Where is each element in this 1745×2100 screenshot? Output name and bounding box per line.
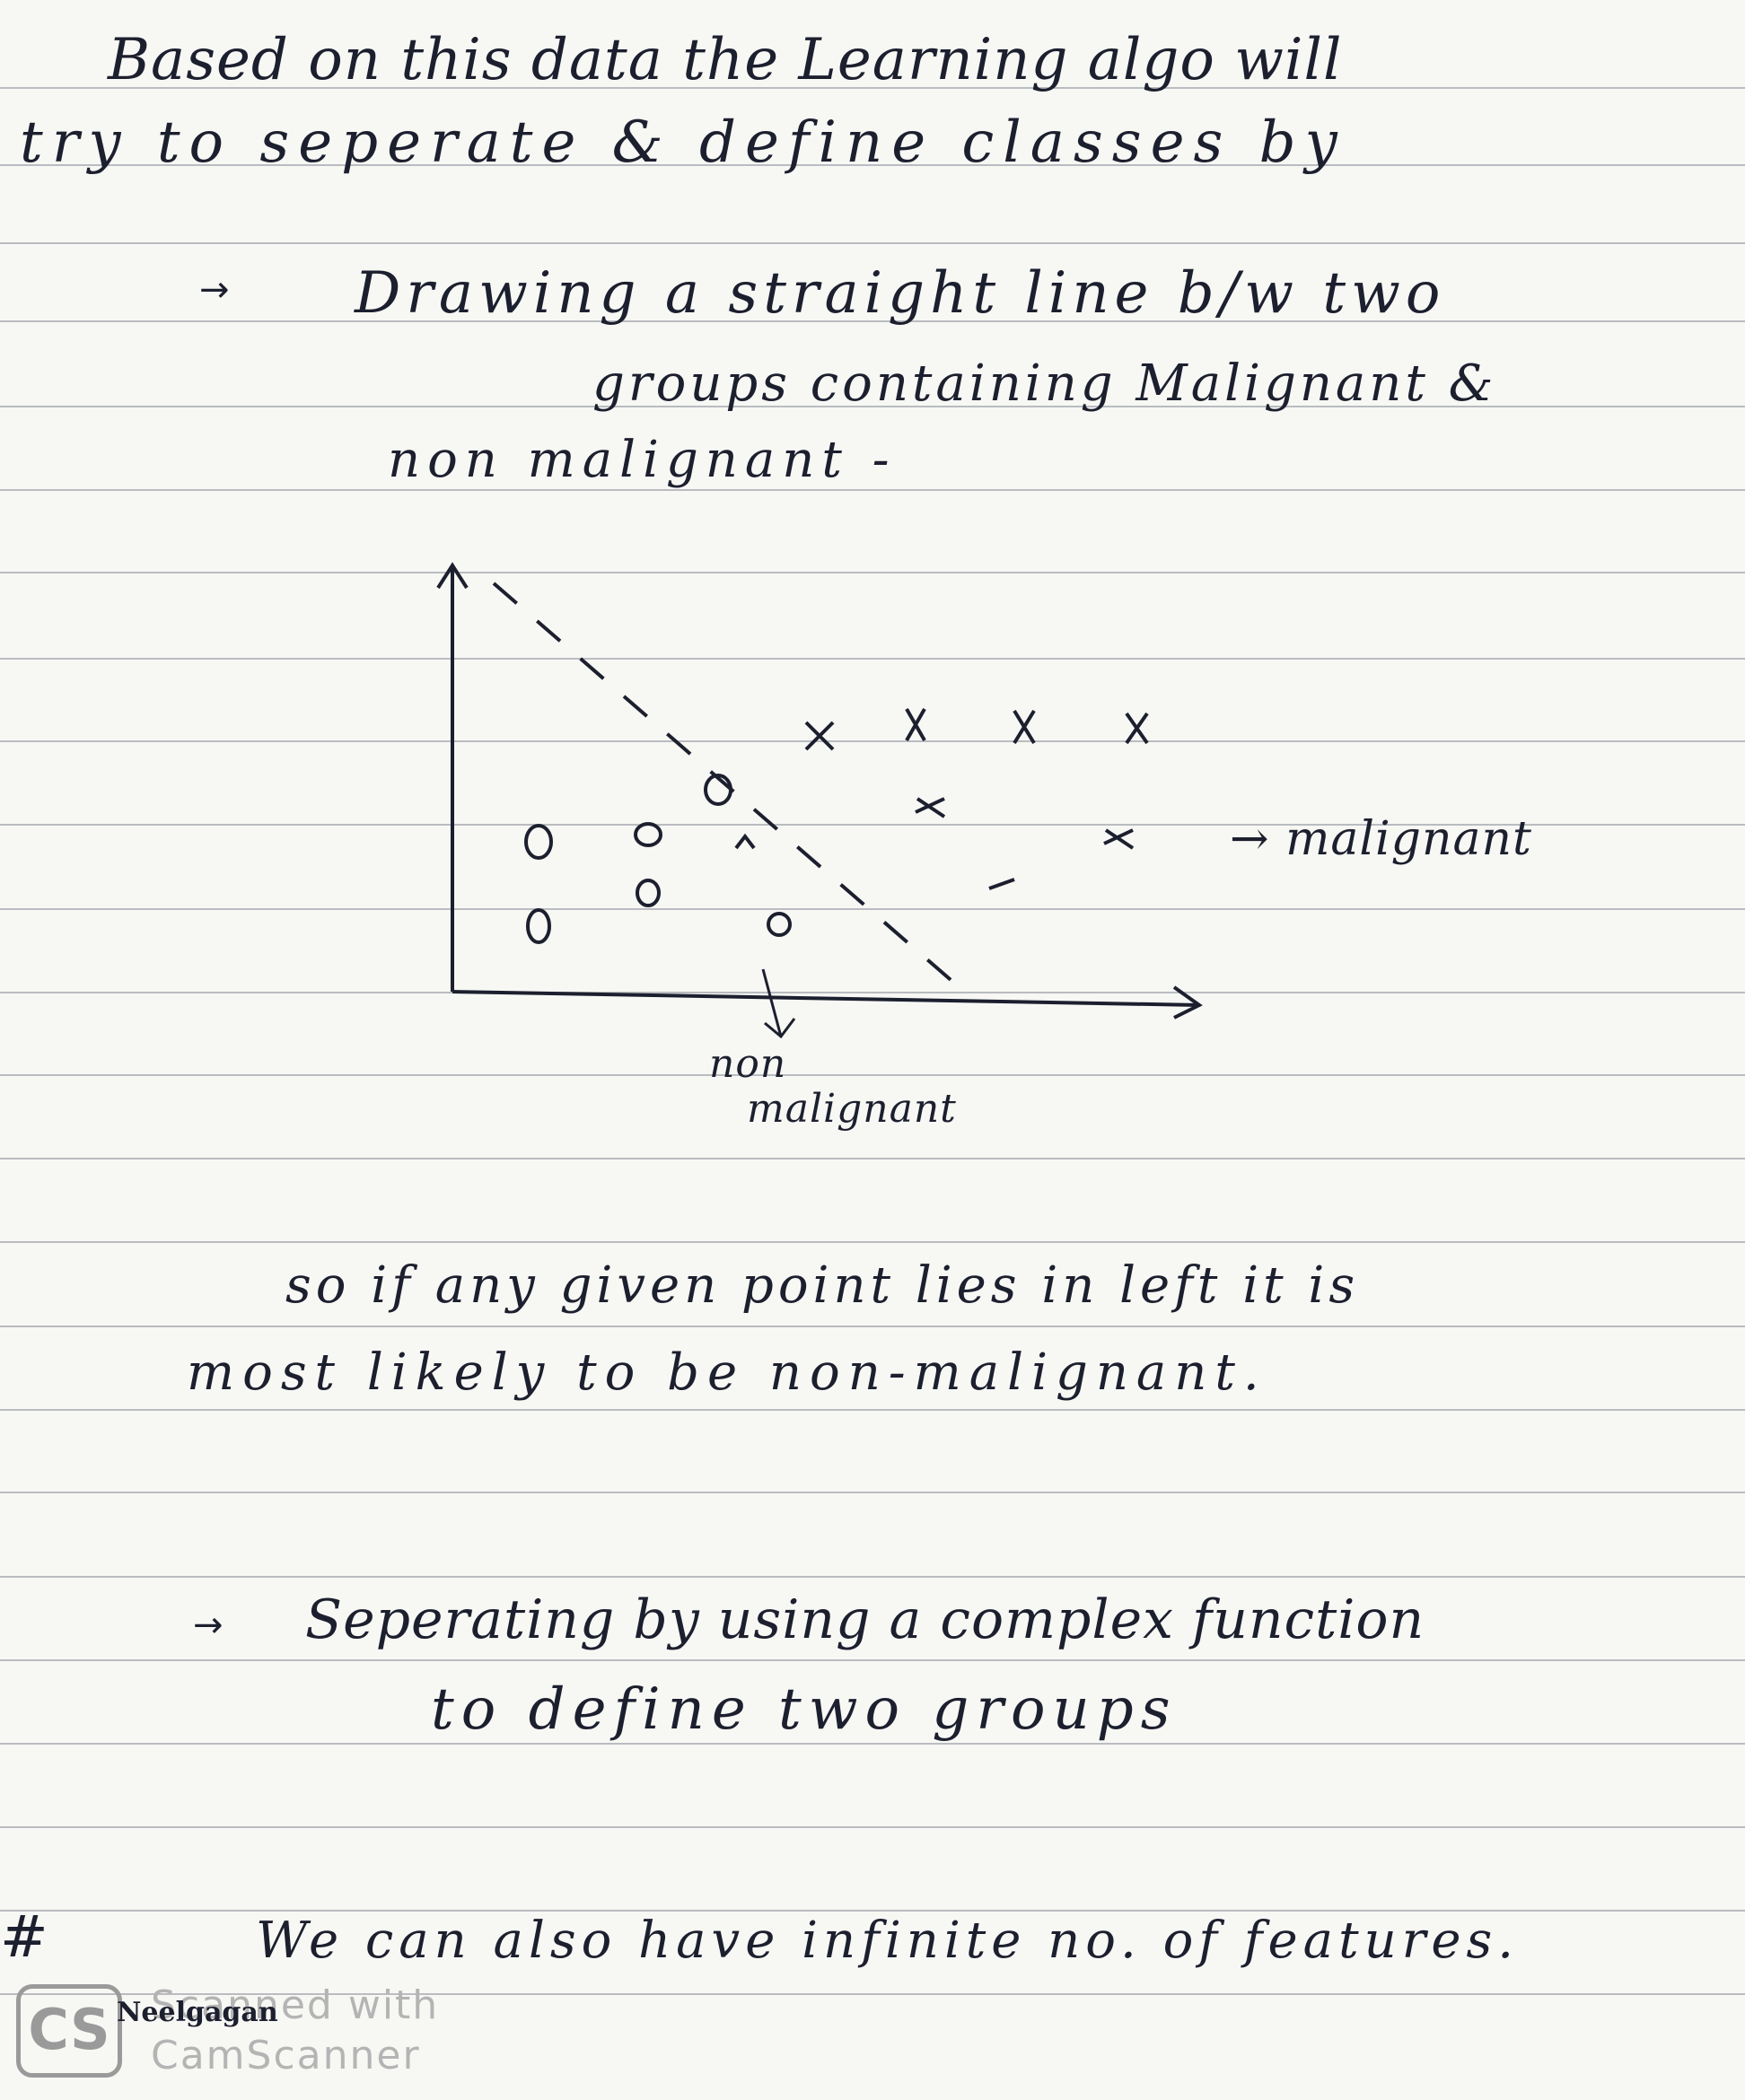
camscanner-watermark: CS Scanned with CamScanner Neelgagan	[16, 1979, 483, 2087]
rule-line	[0, 1993, 1745, 1995]
rule-line	[0, 824, 1745, 826]
bullet1-line-2: groups containing Malignant &	[592, 354, 1497, 413]
para-line-1: so if any given point lies in left it is	[285, 1256, 1360, 1315]
hash-mark: #	[0, 1904, 49, 1971]
diagram-label-malignant-2: malignant	[747, 1086, 957, 1132]
note-line-2: try to seperate & define classes by	[20, 109, 1346, 176]
diagram-label-non: non	[709, 1041, 787, 1087]
rule-line	[0, 1910, 1745, 1912]
rule-line	[0, 908, 1745, 910]
rule-line	[0, 1074, 1745, 1076]
camscanner-logo-icon: CS	[16, 1984, 122, 2078]
rule-line	[0, 1409, 1745, 1411]
bullet1-line-1: Drawing a straight line b/w two	[355, 260, 1446, 327]
classification-sketch	[436, 562, 1203, 1039]
rule-line	[0, 1659, 1745, 1661]
bullet-arrow-icon: →	[193, 1605, 224, 1646]
rule-line	[0, 1576, 1745, 1578]
rule-line	[0, 740, 1745, 742]
non-malignant-points	[524, 774, 792, 944]
rule-line	[0, 1826, 1745, 1828]
rule-line	[0, 1158, 1745, 1159]
bullet2-line-2: to define two groups	[431, 1676, 1178, 1743]
diagram-label-malignant: → malignant	[1230, 812, 1532, 866]
note-line-1: Based on this data the Learning algo wil…	[108, 27, 1343, 93]
bullet2-line-1: Seperating by using a complex function	[305, 1588, 1425, 1651]
bullet-arrow-icon: →	[199, 269, 230, 311]
rule-line	[0, 242, 1745, 244]
rule-line	[0, 320, 1745, 322]
rule-line	[0, 164, 1745, 166]
rule-line	[0, 992, 1745, 993]
malignant-points	[734, 708, 1149, 890]
rule-line	[0, 87, 1745, 89]
watermark-line-1: Scanned with	[151, 1982, 440, 2028]
final-line: We can also have infinite no. of feature…	[256, 1912, 1520, 1970]
watermark-line-2: CamScanner	[151, 2033, 421, 2078]
rule-line	[0, 406, 1745, 407]
bullet1-line-3: non malignant -	[388, 431, 897, 489]
signature: Neelgagan	[117, 1997, 278, 2028]
rule-line	[0, 1492, 1745, 1493]
rule-line	[0, 658, 1745, 660]
rule-line	[0, 1743, 1745, 1745]
para-line-2: most likely to be non-malignant.	[187, 1343, 1267, 1402]
rule-line	[0, 572, 1745, 573]
rule-line	[0, 1326, 1745, 1327]
rule-line	[0, 1241, 1745, 1243]
rule-line	[0, 489, 1745, 491]
